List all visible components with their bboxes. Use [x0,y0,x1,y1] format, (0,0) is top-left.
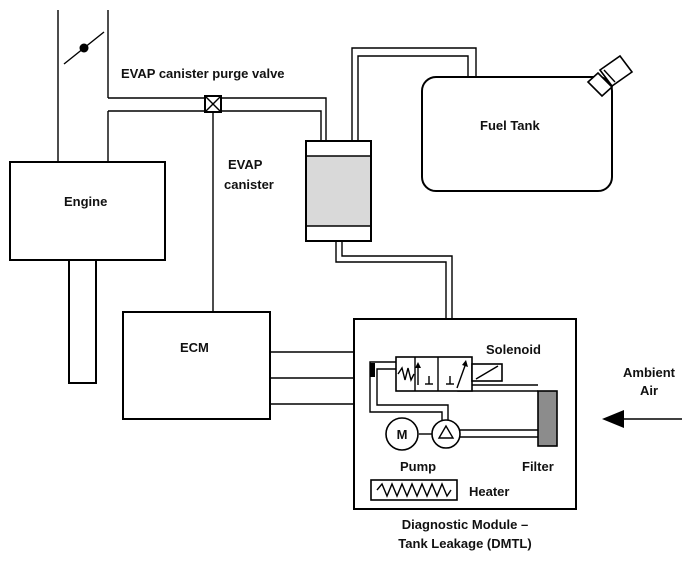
ambient-air-label-line1: Ambient [623,365,676,380]
solenoid-coil-icon [471,363,503,382]
ecm [122,311,271,420]
purge-valve-label: EVAP canister purge valve [121,66,285,81]
pump-label: Pump [400,459,436,474]
engine [9,161,166,384]
filter-label: Filter [522,459,554,474]
ecm-label: ECM [180,340,209,355]
ambient-air-arrow-icon [602,410,682,428]
pump-icon [431,419,461,449]
fuel-tank [421,76,613,192]
purge-valve-icon [204,95,222,113]
fuel-tank-label: Fuel Tank [480,118,540,133]
canister-label-line1: EVAP [228,157,263,172]
ambient-air-label-line2: Air [640,383,658,398]
motor-label: M [397,427,408,442]
dmtl-label-line2: Tank Leakage (DMTL) [398,536,531,551]
throttle-valve-icon [63,31,105,65]
solenoid-label: Solenoid [486,342,541,357]
intake-manifold [57,10,109,162]
motor-icon [385,417,419,451]
canister-label-line2: canister [224,177,274,192]
heater-label: Heater [469,484,509,499]
filler-neck-icon [586,54,634,98]
valve-end-stop [370,363,375,377]
tank-vent-hose [351,47,477,141]
purge-line [108,97,327,141]
dmtl-label-line1: Diagnostic Module – [402,517,528,532]
ecm-dmtl-wires [270,351,354,405]
heater-icon [370,479,458,501]
filter-icon [537,390,558,447]
evap-canister [305,140,372,242]
canister-dmtl-hose [335,241,453,362]
engine-label: Engine [64,194,107,209]
changeover-valve-icon [395,356,473,392]
